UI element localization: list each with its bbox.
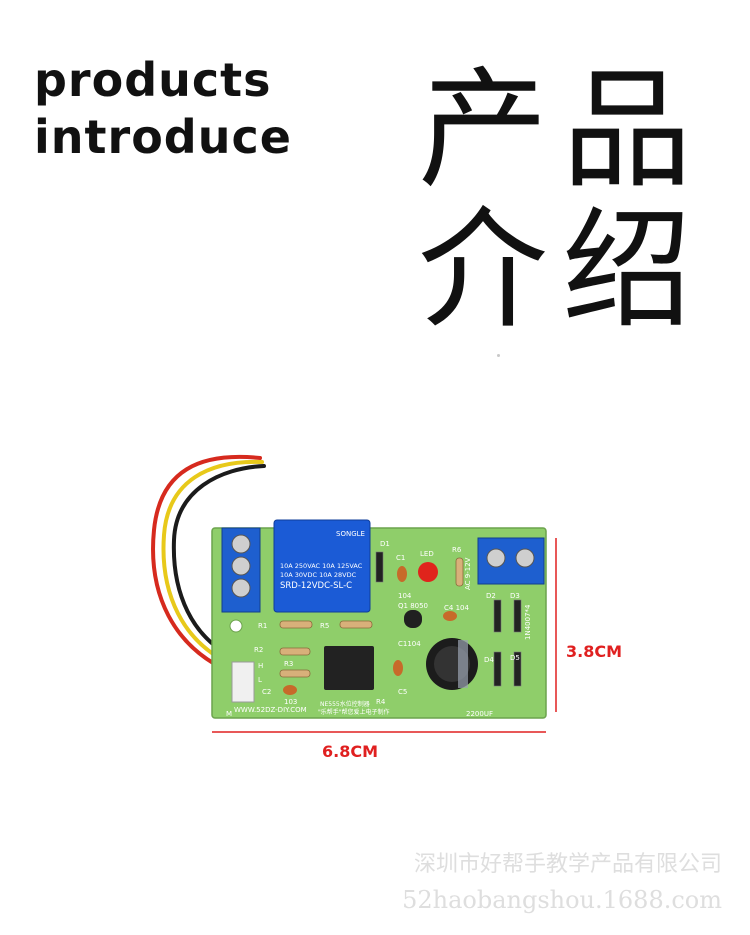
silkscreen-labels: D1 LED R6 C1 104 Q1 8050 C4 104 D2 D3 R1… [226,540,532,718]
ic-chip [324,646,374,690]
label-104a: 104 [398,592,412,600]
relay: SONGLE 10A 250VAC 10A 125VAC 10A 30VDC 1… [273,519,371,613]
label-c4: C4 104 [444,604,469,612]
label-side-code: 1N4007*4 [524,604,532,640]
label-chip: NE555水位控制器 [320,700,370,708]
mounting-hole [229,619,243,633]
ceramic-capacitors [283,566,457,695]
wire-red [151,455,262,678]
label-led: LED [420,550,434,558]
label-c2: C2 [262,688,271,696]
label-d5: D5 [510,654,520,662]
relay-rating-1: 10A 250VAC 10A 125VAC [280,562,363,570]
label-d2: D2 [486,592,496,600]
label-l: L [258,676,262,684]
label-r3: R3 [284,660,293,668]
width-dimension-label: 6.8CM [322,742,379,761]
resistors [279,557,464,678]
label-r1: R1 [258,622,267,630]
watermark-url: 52haobangshou.1688.com [402,886,722,914]
label-slogan: "乐帮手"帮您爱上电子制作 [318,708,390,716]
label-website: WWW.52DZ-DIY.COM [234,706,307,714]
terminal-block-left [221,527,261,613]
label-r6: R6 [452,546,462,554]
label-m: M [226,710,232,718]
label-d1: D1 [380,540,390,548]
label-q1: Q1 8050 [398,602,428,610]
wire-yellow [161,459,264,670]
diodes [375,551,522,687]
label-ac-input: AC 9-12V [464,557,472,590]
product-photo: SONGLE 10A 250VAC 10A 125VAC 10A 30VDC 1… [151,455,557,733]
chinese-title: 产品介绍 [418,54,707,346]
english-title-line2: introduce [34,110,292,164]
relay-rating-2: 10A 30VDC 10A 28VDC [280,571,357,579]
label-d3: D3 [510,592,520,600]
label-d4: D4 [484,656,494,664]
terminal-block-right [477,537,545,585]
english-title-line1: products [34,53,272,107]
label-c5: C5 [398,688,407,696]
label-r5: R5 [320,622,329,630]
relay-model: SRD-12VDC-SL-C [280,581,352,591]
english-title: products introduce [34,52,292,166]
label-capacitor: 2200UF [466,710,493,718]
wire-black [171,464,266,662]
height-dimension-label: 3.8CM [566,642,623,661]
label-103: 103 [284,698,297,706]
label-r2: R2 [254,646,263,654]
label-h: H [258,662,263,670]
label-r4: R4 [376,698,386,706]
label-c1: C1 [396,554,405,562]
relay-brand: SONGLE [336,530,365,538]
decorative-dot [497,354,500,357]
watermark-company: 深圳市好帮手教学产品有限公司 [413,852,722,877]
wire-bundle [151,455,266,678]
wire-connector [231,661,255,703]
electrolytic-capacitor [426,638,478,690]
transistor [404,610,422,628]
label-c1104: C1104 [398,640,421,648]
led [418,562,438,582]
